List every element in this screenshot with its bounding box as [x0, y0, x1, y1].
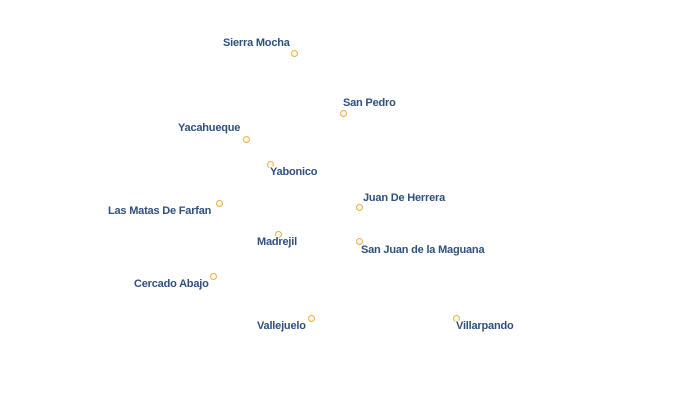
place-label: Vallejuelo	[257, 320, 306, 332]
place-label: Yacahueque	[178, 122, 241, 134]
place-label: Juan De Herrera	[363, 192, 445, 204]
place-marker-icon[interactable]	[291, 50, 298, 57]
place-label: Las Matas De Farfan	[108, 205, 212, 217]
place-label: Cercado Abajo	[134, 278, 209, 290]
place-marker-icon[interactable]	[216, 200, 223, 207]
place-label: Villarpando	[456, 320, 514, 332]
place-marker-icon[interactable]	[210, 273, 217, 280]
place-marker-icon[interactable]	[453, 315, 460, 322]
place-label: San Juan de la Maguana	[361, 244, 485, 256]
place-label: Sierra Mocha	[223, 37, 290, 49]
place-marker-icon[interactable]	[308, 315, 315, 322]
place-label: Madrejil	[257, 236, 297, 248]
place-marker-icon[interactable]	[356, 204, 363, 211]
place-label: San Pedro	[343, 97, 396, 109]
place-label: Yabonico	[270, 166, 318, 178]
place-marker-icon[interactable]	[267, 161, 274, 168]
place-marker-icon[interactable]	[356, 238, 363, 245]
place-marker-icon[interactable]	[275, 231, 282, 238]
place-marker-icon[interactable]	[340, 110, 347, 117]
place-marker-icon[interactable]	[243, 136, 250, 143]
